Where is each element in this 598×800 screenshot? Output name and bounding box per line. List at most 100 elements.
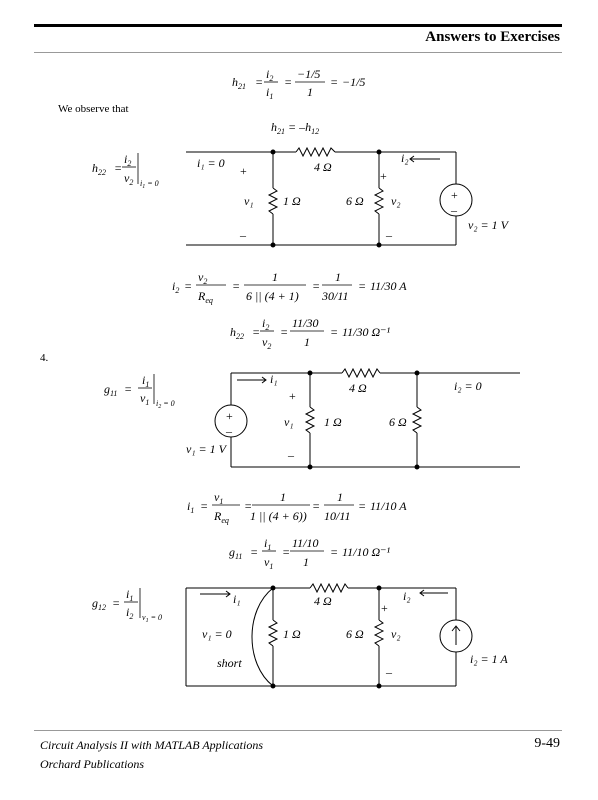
h22-result-equation: h22 = i2 v2 = 11/30 1 = 11/30 Ω⁻¹ — [230, 316, 390, 351]
math-text: i2 — [126, 605, 133, 621]
math-text: – — [239, 228, 247, 242]
math-text: = — [280, 325, 288, 339]
h22-definition: h22 = i2 v2 i1 = 0 — [92, 152, 159, 190]
observe-text: We observe that — [58, 103, 129, 115]
h21-relation: h21 = –h12 — [271, 120, 319, 136]
c1-v1-label: v₁ — [244, 194, 254, 208]
i2-frac2-num: 1 — [272, 270, 278, 284]
math-text: Req — [213, 509, 229, 525]
h21-frac-den: 1 — [307, 85, 313, 99]
math-text: = — [244, 499, 252, 513]
c3-r4-label: 4 Ω — [314, 594, 332, 608]
math-text: = — [330, 325, 338, 339]
g11-result-equation: g11 = i1 v1 = 11/10 1 = 11/10 Ω⁻¹ — [229, 536, 390, 571]
math-text: g12 — [92, 596, 106, 612]
c1-v2-label: v₂ — [391, 194, 401, 208]
math-text: i1 — [266, 85, 273, 101]
h22-result: 11/30 Ω⁻¹ — [342, 325, 390, 339]
c3-source-label: i₂ = 1 A — [470, 652, 508, 666]
math-text: i2 — [266, 67, 273, 83]
c2-r6-label: 6 Ω — [389, 415, 407, 429]
math-text: = — [284, 75, 292, 89]
circuit-3 — [185, 582, 473, 689]
math-text: i2 — [172, 279, 179, 295]
math-text: i2 — [262, 316, 269, 332]
math-text: = — [124, 382, 132, 396]
math-text: – — [450, 203, 458, 217]
i2-frac2-den: 6 || (4 + 1) — [246, 289, 299, 303]
math-text: v1 — [140, 391, 149, 407]
math-text: i2 — [124, 152, 131, 168]
i2-result: 11/30 A — [370, 279, 407, 293]
math-text: Req — [197, 289, 213, 305]
c3-r1-label: 1 Ω — [283, 627, 301, 641]
math-text: + — [289, 389, 296, 403]
math-text: i1 — [126, 587, 133, 603]
c3-r6-label: 6 Ω — [346, 627, 364, 641]
math-text: = — [282, 545, 290, 559]
c1-i1-label: i₁ = 0 — [197, 156, 225, 170]
h21-result: −1/5 — [342, 75, 365, 89]
c2-i2-label: i₂ = 0 — [454, 379, 482, 393]
h22-frac-den: 1 — [304, 335, 310, 349]
c2-r4-label: 4 Ω — [349, 381, 367, 395]
page-number: 9-49 — [534, 736, 560, 751]
math-text: = — [112, 596, 120, 610]
footer-divider — [34, 730, 562, 731]
math-text: = — [200, 499, 208, 513]
h22-frac-num: 11/30 — [292, 316, 318, 330]
math-text: = — [232, 279, 240, 293]
c2-source-label: v₁ = 1 V — [186, 442, 228, 456]
g11-frac3-den: 10/11 — [324, 509, 350, 523]
i2-frac3-num: 1 — [335, 270, 341, 284]
c3-v1-label: v₁ = 0 — [202, 627, 232, 641]
circuit-1 — [186, 146, 473, 248]
math-text: = — [358, 279, 366, 293]
math-text: g11 — [104, 382, 117, 398]
math-text: v2 — [124, 171, 133, 187]
math-text: i1 = 0 — [140, 179, 159, 190]
math-text: h22 — [230, 325, 244, 341]
math-text: = — [114, 161, 122, 175]
g11-result: 11/10 Ω⁻¹ — [342, 545, 390, 559]
c1-r6-label: 6 Ω — [346, 194, 364, 208]
item-4-label: 4. — [40, 352, 49, 364]
math-text: = — [330, 545, 338, 559]
math-text: i1 — [187, 499, 194, 515]
math-text: + — [381, 601, 388, 615]
math-text: i1 — [264, 536, 271, 552]
c2-i1-label: i₁ — [270, 372, 278, 386]
footer-publisher: Orchard Publications — [40, 757, 145, 771]
math-text: + — [380, 169, 387, 183]
math-text: v2 — [262, 335, 271, 351]
i2-equation: i2 = v2 Req = 1 6 || (4 + 1) = 1 30/11 =… — [172, 270, 407, 305]
h21-frac-num: −1/5 — [297, 67, 320, 81]
math-text: = — [252, 325, 260, 339]
math-text: 1 — [280, 490, 286, 504]
c1-r4-label: 4 Ω — [314, 160, 332, 174]
c1-i2-label: i₂ — [401, 151, 409, 165]
math-text: = — [250, 545, 258, 559]
g12-definition: g12 = i1 i2 v1 = 0 — [92, 587, 162, 624]
header-rule — [34, 24, 562, 27]
math-text: = — [312, 279, 320, 293]
header-divider — [34, 52, 562, 53]
math-text: v2 — [198, 270, 207, 286]
math-text: h21 — [232, 75, 246, 91]
c3-short-label: short — [217, 656, 242, 670]
i1-result: 11/10 A — [370, 499, 407, 513]
c1-r1-label: 1 Ω — [283, 194, 301, 208]
math-text: – — [385, 228, 393, 242]
page-header-title: Answers to Exercises — [425, 29, 560, 45]
c3-i2-label: i₂ — [403, 589, 411, 603]
math-text: = — [358, 499, 366, 513]
math-text: + — [240, 164, 247, 178]
math-text: v1 = 0 — [142, 613, 162, 624]
math-text: – — [225, 424, 233, 438]
math-text: g11 — [229, 545, 242, 561]
math-text: = — [184, 279, 192, 293]
math-text: v1 — [264, 555, 273, 571]
math-text: – — [385, 665, 393, 679]
math-text: + — [226, 409, 233, 423]
